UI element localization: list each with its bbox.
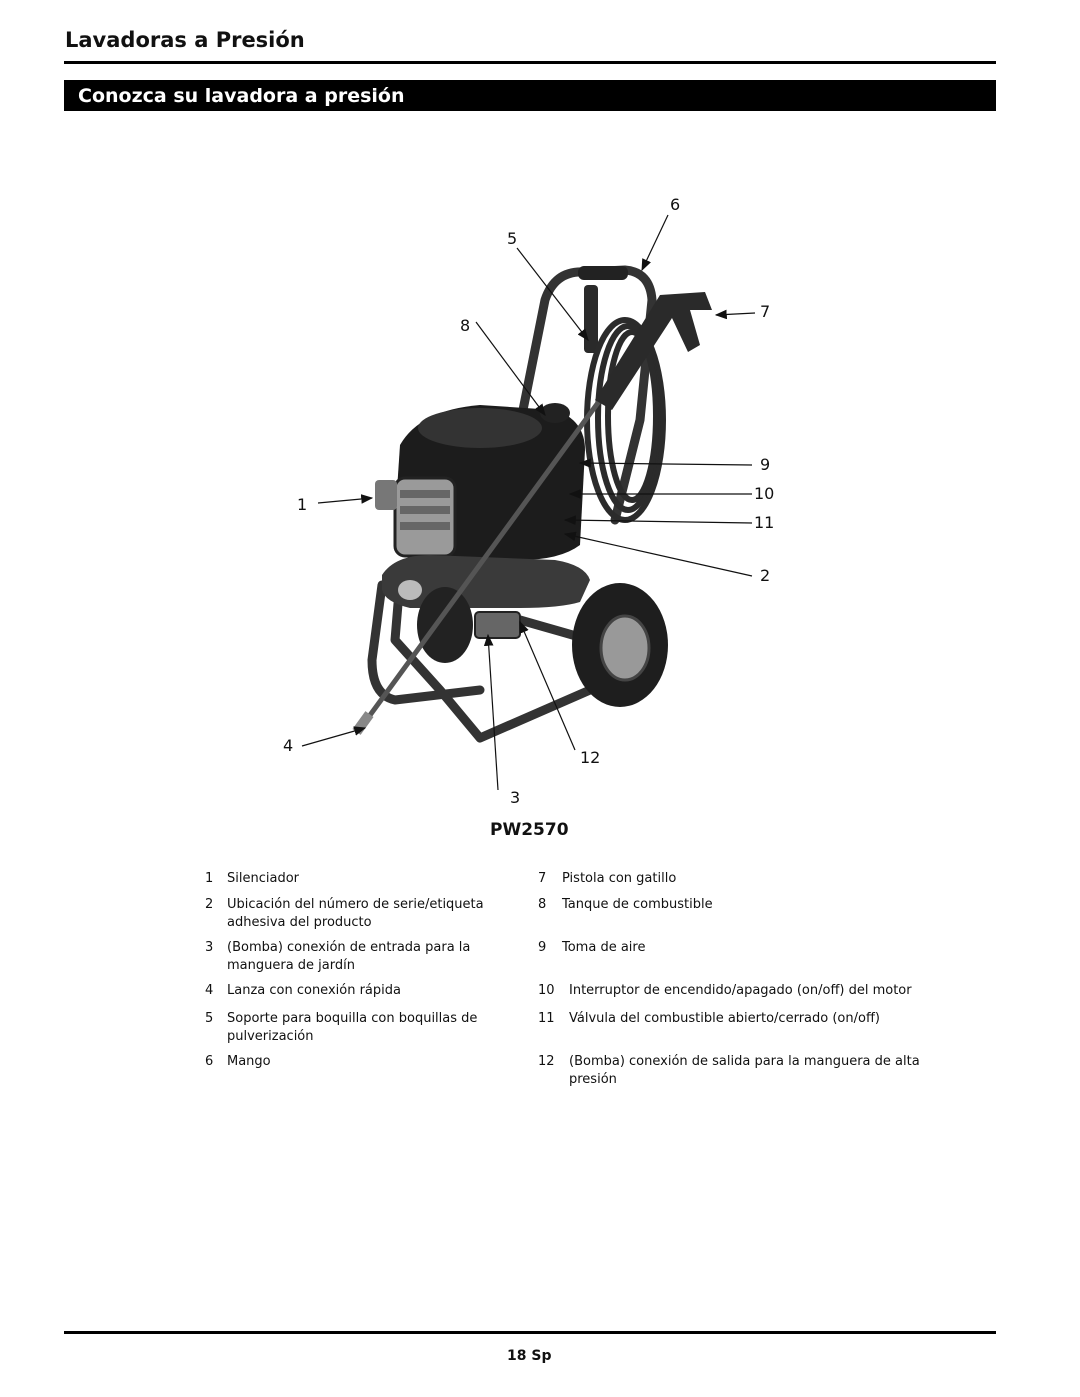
engine-illustration [375, 403, 585, 560]
leader-lines [301, 214, 756, 791]
legend-number: 6 [205, 1054, 214, 1069]
callout-2: 2 [760, 566, 770, 585]
wheel-right [572, 583, 668, 707]
legend-item: 2 Ubicación del número de serie/etiqueta… [205, 896, 525, 932]
legend-item: 5 Soporte para boquilla con boquillas de… [205, 1010, 525, 1046]
legend-text: Soporte para boquilla con boquillas de p… [227, 1011, 478, 1044]
legend-text: Lanza con conexión rápida [227, 983, 401, 998]
callout-4: 4 [283, 736, 293, 755]
handle-grip [578, 266, 628, 280]
legend-item: 12 (Bomba) conexión de salida para la ma… [538, 1053, 938, 1089]
legend-text: Mango [227, 1054, 271, 1069]
legend-item: 4 Lanza con conexión rápida [205, 982, 525, 1000]
header-rule [64, 61, 996, 64]
pump-block [474, 611, 521, 639]
legend-item: 7 Pistola con gatillo [538, 870, 938, 888]
legend-item: 11 Válvula del combustible abierto/cerra… [538, 1010, 938, 1028]
legend-number: 9 [538, 940, 547, 955]
page-title: Lavadoras a Presión [65, 28, 305, 52]
legend-item: 10 Interruptor de encendido/apagado (on/… [538, 982, 938, 1000]
legend-number: 5 [205, 1011, 214, 1026]
legend-text: (Bomba) conexión de salida para la mangu… [569, 1054, 920, 1087]
legend-item: 6 Mango [205, 1053, 525, 1071]
callout-7: 7 [760, 302, 770, 321]
footer-rule [64, 1331, 996, 1334]
callout-3: 3 [510, 788, 520, 807]
legend-text: Toma de aire [562, 940, 646, 955]
legend-number: 1 [205, 871, 214, 886]
legend-item: 3 (Bomba) conexión de entrada para la ma… [205, 939, 525, 975]
legend-number: 10 [538, 983, 555, 998]
legend-text: Tanque de combustible [562, 897, 713, 912]
spray-wand [362, 398, 603, 724]
legend-number: 3 [205, 940, 214, 955]
legend-text: Silenciador [227, 871, 299, 886]
callout-11: 11 [754, 513, 774, 532]
callout-6: 6 [670, 195, 680, 214]
model-label: PW2570 [490, 820, 569, 840]
pressure-washer-figure: 1 2 3 4 5 6 7 8 9 10 11 12 [283, 195, 774, 807]
callout-5: 5 [507, 229, 517, 248]
legend-number: 8 [538, 897, 547, 912]
callout-1: 1 [297, 495, 307, 514]
callout-10: 10 [754, 484, 774, 503]
callout-12: 12 [580, 748, 600, 767]
legend-text: Ubicación del número de serie/etiqueta a… [227, 897, 484, 930]
legend-text: (Bomba) conexión de entrada para la mang… [227, 940, 471, 973]
legend-number: 4 [205, 983, 214, 998]
callout-9: 9 [760, 455, 770, 474]
legend-text: Válvula del combustible abierto/cerrado … [569, 1011, 880, 1026]
trigger-gun [595, 292, 712, 410]
legend-text: Pistola con gatillo [562, 871, 677, 886]
legend-number: 7 [538, 871, 547, 886]
callout-8: 8 [460, 316, 470, 335]
nozzle-holder [584, 285, 598, 353]
legend-number: 11 [538, 1011, 555, 1026]
callout-labels: 1 2 3 4 5 6 7 8 9 10 11 12 [283, 195, 774, 807]
legend-number: 2 [205, 897, 214, 912]
legend-item: 8 Tanque de combustible [538, 896, 938, 914]
legend-item: 9 Toma de aire [538, 939, 938, 957]
section-heading: Conozca su lavadora a presión [64, 80, 996, 111]
wheel-left [417, 587, 473, 663]
legend-text: Interruptor de encendido/apagado (on/off… [569, 983, 912, 998]
legend-item: 1 Silenciador [205, 870, 525, 888]
page-number: 18 Sp [507, 1348, 552, 1364]
legend-number: 12 [538, 1054, 555, 1069]
